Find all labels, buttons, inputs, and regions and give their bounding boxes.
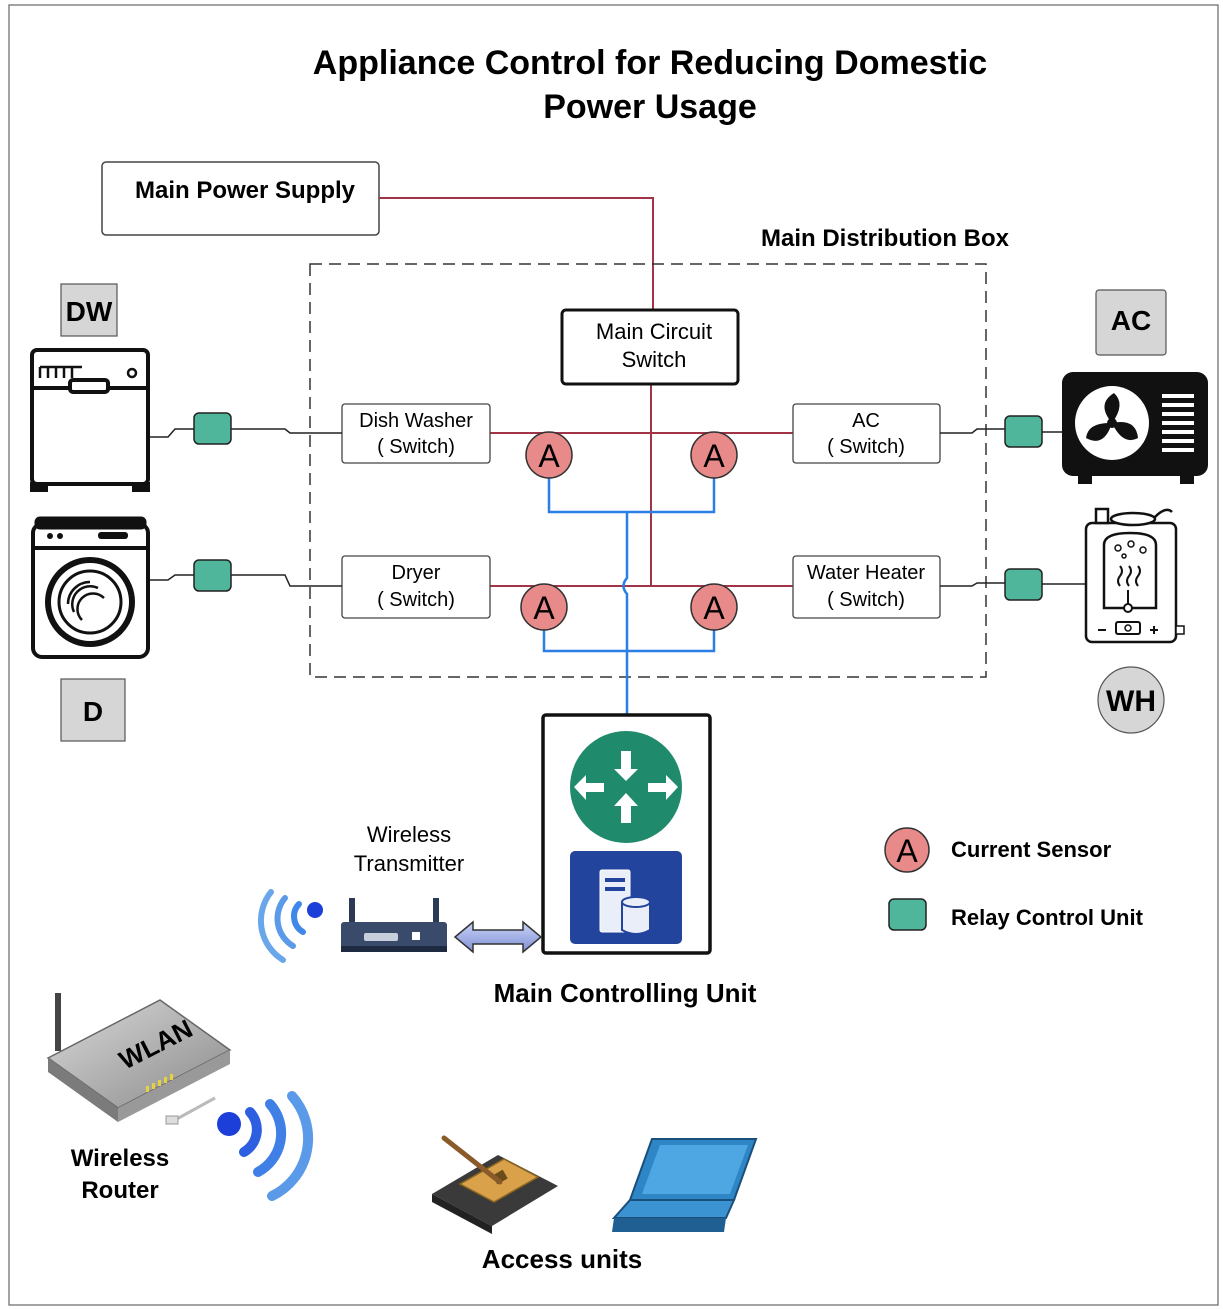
tag-ac: AC — [1095, 289, 1167, 356]
tag-d: D — [60, 678, 126, 742]
main-controlling-unit-label: Main Controlling Unit — [494, 978, 757, 1008]
relay-unit-ac — [1004, 415, 1043, 448]
legend-relay-control-unit-label: Relay Control Unit — [951, 905, 1144, 930]
tag-d-text: D — [83, 696, 103, 727]
router-arrows-icon — [570, 731, 682, 843]
wlan-router-icon: WLAN — [46, 993, 232, 1125]
dishwasher-icon — [30, 348, 150, 492]
legend-current-sensor: A Current Sensor — [884, 827, 1112, 873]
current-sensor-ac: A — [690, 431, 738, 479]
current-sensor-water-heater: A — [690, 583, 738, 631]
power-lines — [490, 384, 793, 587]
ac-switch: AC ( Switch) — [792, 403, 941, 464]
current-sensor-dryer: A — [520, 583, 568, 631]
tag-wh-text: WH — [1106, 685, 1156, 718]
tag-dw: DW — [60, 283, 118, 337]
water-heater-switch-line-2: ( Switch) — [827, 589, 905, 611]
air-conditioner-fan-icon — [1062, 372, 1208, 484]
dryer-switch-line-1: Dryer — [392, 562, 441, 584]
appliance-wires — [150, 428, 1086, 587]
server-database-icon — [570, 851, 682, 944]
diagram-title-line-2: Power Usage — [543, 88, 757, 126]
dish-washer-switch: Dish Washer ( Switch) — [341, 403, 491, 464]
data-lines — [542, 478, 716, 715]
relay-unit-water-heater — [1004, 568, 1043, 601]
dryer-switch-line-2: ( Switch) — [377, 589, 455, 611]
relay-unit-dryer — [193, 559, 232, 592]
water-heater-icon — [1084, 507, 1185, 644]
sensor-symbol: A — [533, 590, 555, 626]
relay-unit-dish-washer — [193, 412, 232, 445]
legend-current-sensor-label: Current Sensor — [951, 837, 1112, 862]
supply-power-line — [379, 197, 654, 310]
laptop-icon — [611, 1138, 758, 1232]
tag-dw-text: DW — [66, 296, 113, 327]
sensor-symbol: A — [538, 438, 560, 474]
tag-ac-text: AC — [1111, 305, 1151, 336]
transmitter-label-line-1: Wireless — [367, 822, 451, 847]
diagram-frame — [8, 4, 1219, 1306]
dish-washer-switch-line-2: ( Switch) — [377, 436, 455, 458]
access-units-label: Access units — [482, 1244, 642, 1274]
water-heater-switch: Water Heater ( Switch) — [792, 555, 941, 619]
main-controlling-unit — [541, 713, 712, 955]
distribution-box-outline — [309, 263, 987, 678]
transmitter-label-line-2: Transmitter — [354, 851, 464, 876]
dryer-switch: Dryer ( Switch) — [341, 555, 491, 619]
diagram-title-line-1: Appliance Control for Reducing Domestic — [313, 44, 987, 82]
pda-stylus-icon — [432, 1135, 558, 1234]
ac-switch-line-1: AC — [852, 410, 880, 432]
sensor-symbol: A — [703, 590, 725, 626]
bidirectional-arrow-icon — [453, 920, 543, 954]
distribution-box-label: Main Distribution Box — [761, 225, 1010, 252]
legend-sensor-symbol: A — [896, 833, 918, 869]
wifi-signal-icon — [258, 889, 323, 963]
dish-washer-switch-line-1: Dish Washer — [359, 410, 473, 432]
sensor-symbol: A — [703, 438, 725, 474]
main-power-supply: Main Power Supply — [101, 161, 380, 236]
washing-machine-icon — [31, 516, 150, 659]
main-circuit-switch: Main Circuit Switch — [560, 308, 740, 386]
main-power-supply-label: Main Power Supply — [135, 177, 356, 204]
main-circuit-switch-line-1: Main Circuit — [596, 319, 712, 344]
current-sensor-dish-washer: A — [525, 431, 573, 479]
main-circuit-switch-line-2: Switch — [622, 347, 687, 372]
wifi-signal-icon — [217, 1091, 314, 1201]
legend-relay-control-unit: Relay Control Unit — [888, 898, 1144, 931]
ac-switch-line-2: ( Switch) — [827, 436, 905, 458]
router-label-line-1: Wireless — [71, 1145, 170, 1172]
water-heater-switch-line-1: Water Heater — [807, 562, 926, 584]
router-label-line-2: Router — [81, 1177, 158, 1204]
tag-wh: WH — [1097, 666, 1165, 734]
legend: A Current Sensor Relay Control Unit — [884, 827, 1144, 931]
wireless-transmitter-icon — [341, 898, 447, 952]
